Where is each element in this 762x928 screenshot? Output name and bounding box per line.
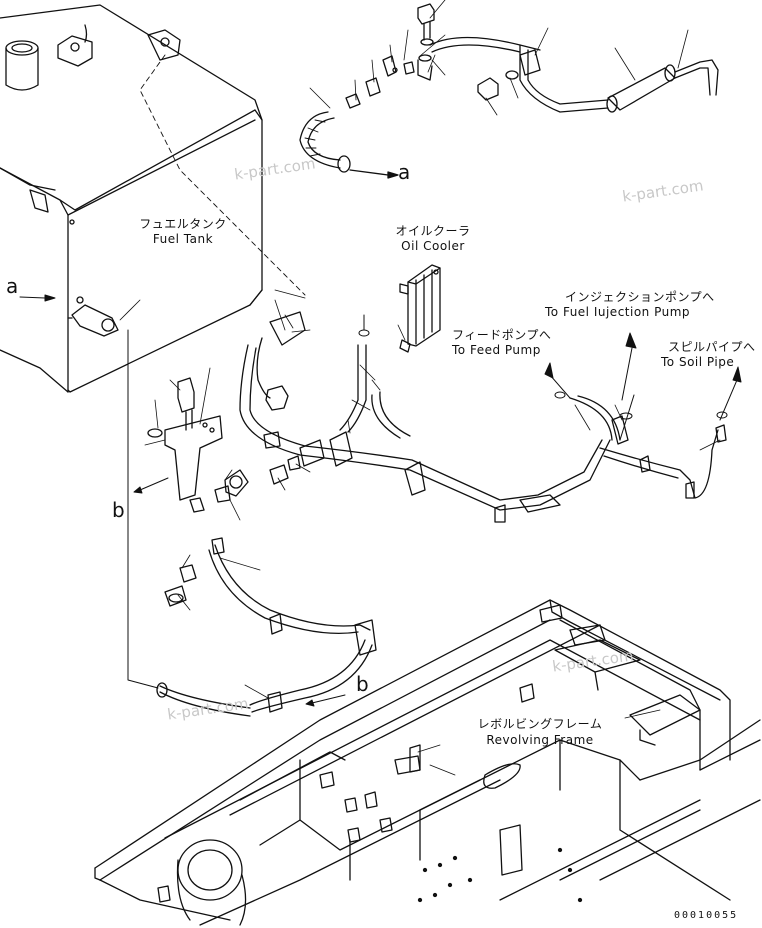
fuel-injection-label-jp: インジェクションポンプへ <box>565 290 715 304</box>
oil-cooler <box>399 264 441 353</box>
fuel-tank <box>0 4 306 393</box>
hose-harness <box>239 311 727 523</box>
fuel-tank-label-jp: フュエルタンク <box>139 217 227 231</box>
top-pipe-assembly <box>299 3 719 179</box>
direction-arrows <box>19 294 742 707</box>
feed-pump-label-en: To Feed Pump <box>452 343 541 357</box>
feed-pump-label-jp: フィードポンプへ <box>452 328 552 342</box>
drawing-number: 00010055 <box>674 910 739 921</box>
oil-cooler-label-jp: オイルクーラ <box>395 224 471 238</box>
left-bracket-hose <box>127 329 377 717</box>
ref-a-left: a <box>6 274 19 298</box>
leader-lines <box>119 0 721 776</box>
fuel-tank-label-en: Fuel Tank <box>152 232 214 246</box>
fuel-injection-label-en: To Fuel Iujection Pump <box>545 305 691 319</box>
ref-b-bottom: b <box>356 672 369 696</box>
spill-pipe-label-jp: スピルパイプへ <box>668 340 756 354</box>
spill-pipe-label-en: To Soil Pipe <box>661 355 735 369</box>
revolving-frame <box>94 599 761 926</box>
oil-cooler-label-en: Oil Cooler <box>401 239 465 253</box>
revolving-frame-label-jp: レボルビングフレーム <box>477 717 603 731</box>
ref-b-left: b <box>112 498 125 522</box>
revolving-frame-label-en: Revolving Frame <box>486 733 594 747</box>
ref-a-top: a <box>398 160 411 184</box>
